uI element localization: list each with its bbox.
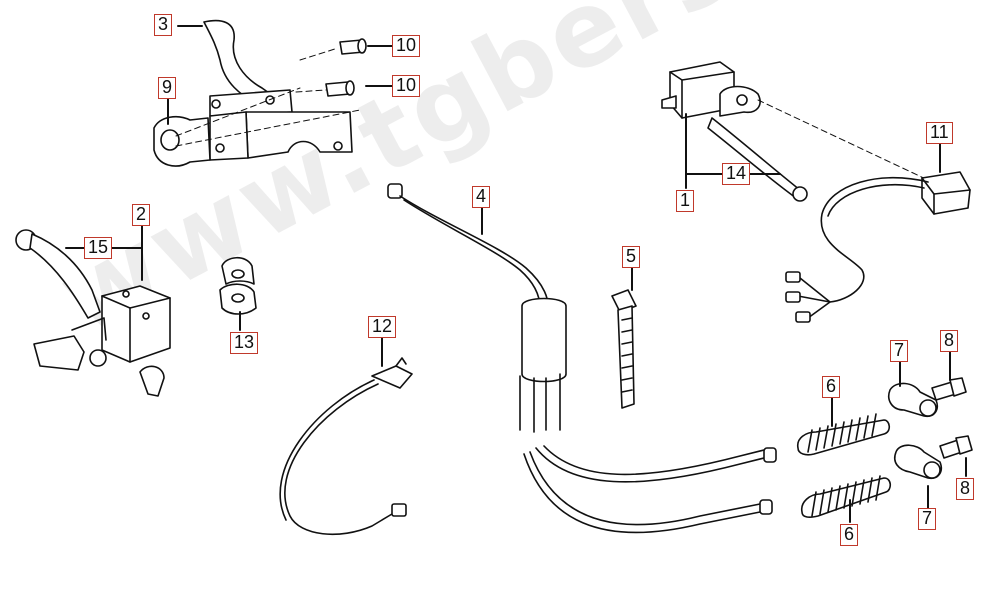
part-4-throttle-cable xyxy=(387,183,777,534)
callout-10-lower: 10 xyxy=(392,75,421,97)
callout-8-upper: 8 xyxy=(940,330,959,352)
callout-13: 13 xyxy=(230,332,259,354)
callout-10-upper: 10 xyxy=(392,35,421,57)
callout-12: 12 xyxy=(368,316,397,338)
callout-5: 5 xyxy=(622,246,641,268)
callout-15: 15 xyxy=(84,237,113,259)
callout-7-lower: 7 xyxy=(918,508,937,530)
callout-6-upper: 6 xyxy=(822,376,841,398)
callout-2: 2 xyxy=(132,204,151,226)
part-10-bolts xyxy=(295,38,367,97)
part-5-cable-tie xyxy=(611,289,637,409)
callout-8-lower: 8 xyxy=(956,478,975,500)
callout-11: 11 xyxy=(926,122,953,144)
callout-4: 4 xyxy=(472,186,491,208)
part-8-bolts xyxy=(931,377,973,459)
part-9-bracket xyxy=(153,87,361,167)
callout-3: 3 xyxy=(154,14,173,36)
callout-7-upper: 7 xyxy=(890,340,909,362)
leader-lines xyxy=(65,25,967,523)
part-2-master-cylinder xyxy=(15,229,171,397)
part-13-clamp xyxy=(219,256,257,315)
callout-6-lower: 6 xyxy=(840,524,859,546)
part-7-pivots xyxy=(888,382,943,480)
callout-9: 9 xyxy=(158,77,177,99)
part-11-switch xyxy=(785,171,971,323)
part-12-switch-cable xyxy=(279,357,413,536)
part-6-springs xyxy=(796,413,892,518)
callout-1: 1 xyxy=(676,190,695,212)
callout-14: 14 xyxy=(722,163,751,185)
part-14-right-master-cylinder xyxy=(661,61,929,202)
